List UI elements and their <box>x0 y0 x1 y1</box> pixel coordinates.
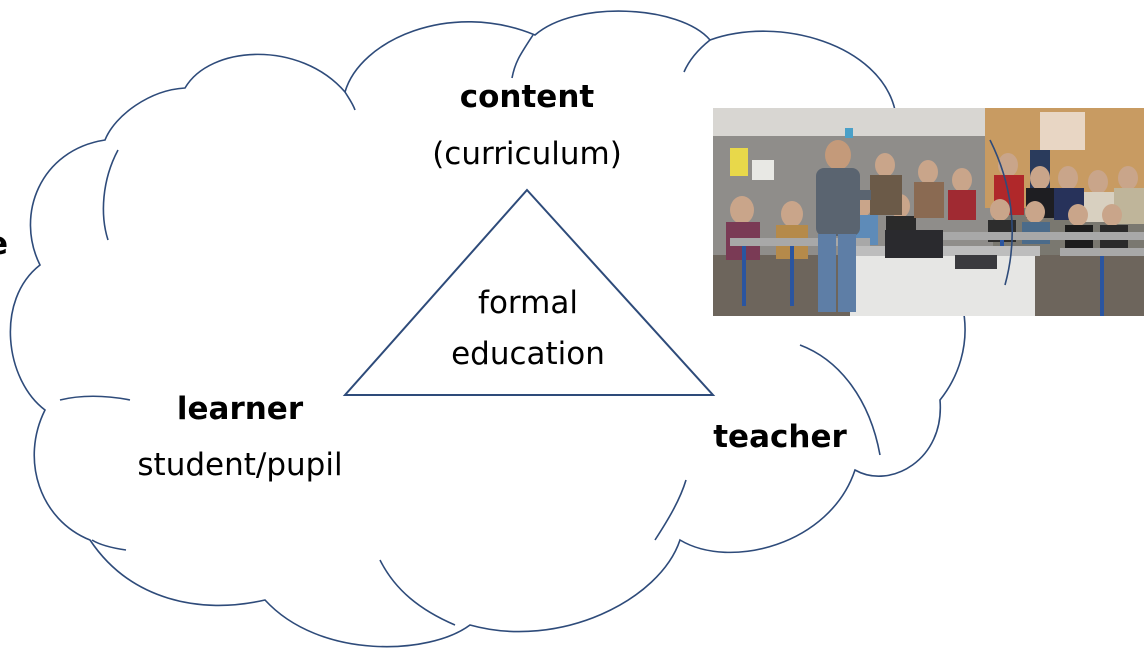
formal-label: formal <box>478 285 578 321</box>
learner-subtitle: student/pupil <box>137 447 343 483</box>
cloud-inner-arcs <box>59 34 881 626</box>
content-title: content <box>459 79 595 115</box>
classroom-photo <box>713 108 1144 316</box>
formal-education-triangle <box>342 188 716 396</box>
education-label: education <box>451 336 605 372</box>
clipped-edge-letter: e <box>0 225 8 263</box>
learner-title: learner <box>176 391 304 427</box>
cloud-overlap-line <box>989 139 1013 286</box>
teacher-title: teacher <box>713 419 847 455</box>
content-subtitle: (curriculum) <box>432 136 622 172</box>
